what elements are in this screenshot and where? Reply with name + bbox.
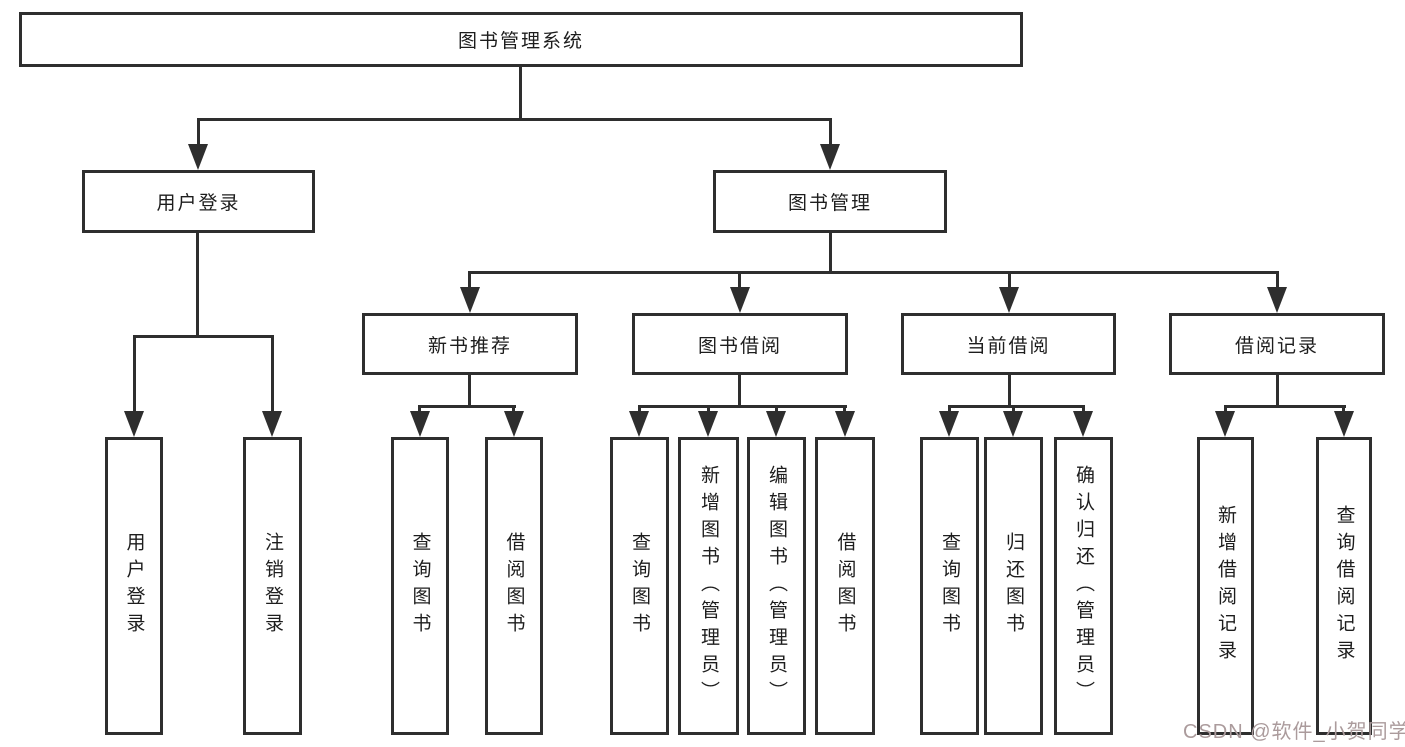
leaf-cb-query-books: 查询图书 — [920, 437, 979, 735]
leaf-br-add-record: 新增借阅记录 — [1197, 437, 1254, 735]
arrowhead-down-icon — [1003, 411, 1023, 437]
arrowhead-down-icon — [766, 411, 786, 437]
connector-line — [843, 405, 846, 415]
arrowhead-down-icon — [1334, 411, 1354, 437]
arrowhead-down-icon — [1267, 287, 1287, 313]
arrowhead-down-icon — [835, 411, 855, 437]
leaf-cb-confirm-return-admin: 确认归还（管理员） — [1054, 437, 1113, 735]
node-current-borrowing: 当前借阅 — [901, 313, 1116, 375]
leaf-bb-query-books: 查询图书 — [610, 437, 669, 735]
connector-line — [418, 405, 421, 415]
leaf-bb-edit-books-admin: 编辑图书（管理员） — [747, 437, 806, 735]
connector-line — [519, 66, 522, 120]
arrowhead-down-icon — [460, 287, 480, 313]
node-book-borrowing: 图书借阅 — [632, 313, 848, 375]
connector-line — [1008, 271, 1011, 289]
connector-line — [418, 405, 516, 408]
connector-line — [271, 335, 274, 415]
connector-line — [197, 118, 200, 148]
node-user-login: 用户登录 — [82, 170, 315, 233]
connector-line — [638, 405, 847, 408]
leaf-logout: 注销登录 — [243, 437, 302, 735]
connector-line — [468, 271, 1279, 274]
connector-line — [1276, 271, 1279, 289]
leaf-bb-borrow-books: 借阅图书 — [815, 437, 875, 735]
arrowhead-down-icon — [1215, 411, 1235, 437]
connector-line — [1012, 405, 1015, 415]
node-book-management: 图书管理 — [713, 170, 947, 233]
connector-line — [829, 118, 832, 148]
connector-line — [197, 118, 832, 121]
arrowhead-down-icon — [730, 287, 750, 313]
connector-line — [1276, 374, 1279, 407]
connector-line — [738, 271, 741, 289]
connector-line — [512, 405, 515, 415]
connector-line — [196, 232, 199, 337]
connector-line — [638, 405, 641, 415]
leaf-user-login: 用户登录 — [105, 437, 163, 735]
connector-line — [738, 374, 741, 407]
leaf-nb-query-books: 查询图书 — [391, 437, 449, 735]
arrowhead-down-icon — [698, 411, 718, 437]
leaf-cb-return-books: 归还图书 — [984, 437, 1043, 735]
leaf-br-query-record: 查询借阅记录 — [1316, 437, 1372, 735]
arrowhead-down-icon — [629, 411, 649, 437]
connector-line — [829, 232, 832, 273]
leaf-nb-borrow-books: 借阅图书 — [485, 437, 543, 735]
node-borrow-records: 借阅记录 — [1169, 313, 1385, 375]
connector-line — [1082, 405, 1085, 415]
node-root-library-system: 图书管理系统 — [19, 12, 1023, 67]
connector-line — [1008, 374, 1011, 407]
connector-line — [1224, 405, 1346, 408]
leaf-bb-add-books-admin: 新增图书（管理员） — [678, 437, 739, 735]
connector-line — [1342, 405, 1345, 415]
arrowhead-down-icon — [999, 287, 1019, 313]
csdn-watermark: CSDN @软件_小贺同学 — [1183, 721, 1405, 743]
arrowhead-down-icon — [820, 144, 840, 170]
arrowhead-down-icon — [262, 411, 282, 437]
connector-line — [133, 335, 274, 338]
arrowhead-down-icon — [124, 411, 144, 437]
connector-line — [948, 405, 951, 415]
connector-line — [948, 405, 1085, 408]
connector-line — [133, 335, 136, 415]
arrowhead-down-icon — [1073, 411, 1093, 437]
connector-line — [1224, 405, 1227, 415]
arrowhead-down-icon — [939, 411, 959, 437]
arrowhead-down-icon — [410, 411, 430, 437]
node-new-book-recommend: 新书推荐 — [362, 313, 578, 375]
arrowhead-down-icon — [188, 144, 208, 170]
connector-line — [468, 374, 471, 407]
arrowhead-down-icon — [504, 411, 524, 437]
connector-line — [468, 271, 471, 289]
connector-line — [707, 405, 710, 415]
connector-line — [775, 405, 778, 415]
